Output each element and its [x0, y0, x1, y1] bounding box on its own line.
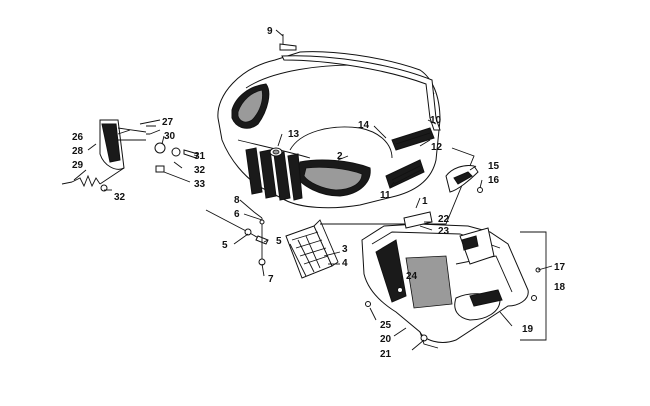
- callout-9: 9: [267, 26, 273, 37]
- callout-2: 2: [337, 151, 343, 162]
- callout-1: 1: [422, 196, 428, 207]
- callout-10: 10: [430, 115, 442, 126]
- callout-8: 8: [234, 195, 240, 206]
- callout-16: 16: [488, 175, 500, 186]
- hood-assembly: [217, 51, 441, 209]
- callout-31: 31: [194, 151, 206, 162]
- grille-screen: [285, 219, 339, 279]
- callout-17: 17: [554, 262, 566, 273]
- callout-30: 30: [164, 131, 176, 142]
- callout-12: 12: [431, 142, 443, 153]
- callout-4: 4: [342, 258, 348, 269]
- callout-13: 13: [288, 129, 300, 140]
- headlight-mount: [61, 119, 199, 192]
- callout-32a: 32: [194, 165, 206, 176]
- callout-11: 11: [380, 190, 391, 201]
- callout-labels: 1 2 3 4 5 5 6 7 8 9 10 11 12 13 14 15 16…: [72, 26, 566, 360]
- callout-18: 18: [554, 282, 566, 293]
- side-vent: [385, 159, 425, 189]
- callout-20: 20: [380, 334, 392, 345]
- callout-33: 33: [194, 179, 206, 190]
- callout-5b: 5: [222, 240, 228, 251]
- leader-lines: [73, 29, 553, 351]
- seal-strip: [281, 55, 441, 131]
- callout-19: 19: [522, 324, 534, 335]
- callout-15: 15: [488, 161, 500, 172]
- callout-26: 26: [72, 132, 84, 143]
- callout-21: 21: [380, 349, 392, 360]
- callout-6: 6: [234, 209, 240, 220]
- callout-14: 14: [358, 120, 370, 131]
- side-latch: [445, 165, 483, 193]
- callout-3: 3: [342, 244, 348, 255]
- callout-29: 29: [72, 160, 84, 171]
- callout-28: 28: [72, 146, 84, 157]
- callout-25: 25: [380, 320, 392, 331]
- hood-grille-slats: [237, 139, 311, 201]
- callout-32b: 32: [114, 192, 126, 203]
- hood-latch: [279, 34, 297, 51]
- callout-22: 22: [438, 214, 450, 225]
- callout-5a: 5: [276, 236, 282, 247]
- callout-24: 24: [406, 271, 418, 282]
- callout-27: 27: [162, 117, 174, 128]
- callout-23: 23: [438, 226, 450, 237]
- callout-7: 7: [268, 274, 274, 285]
